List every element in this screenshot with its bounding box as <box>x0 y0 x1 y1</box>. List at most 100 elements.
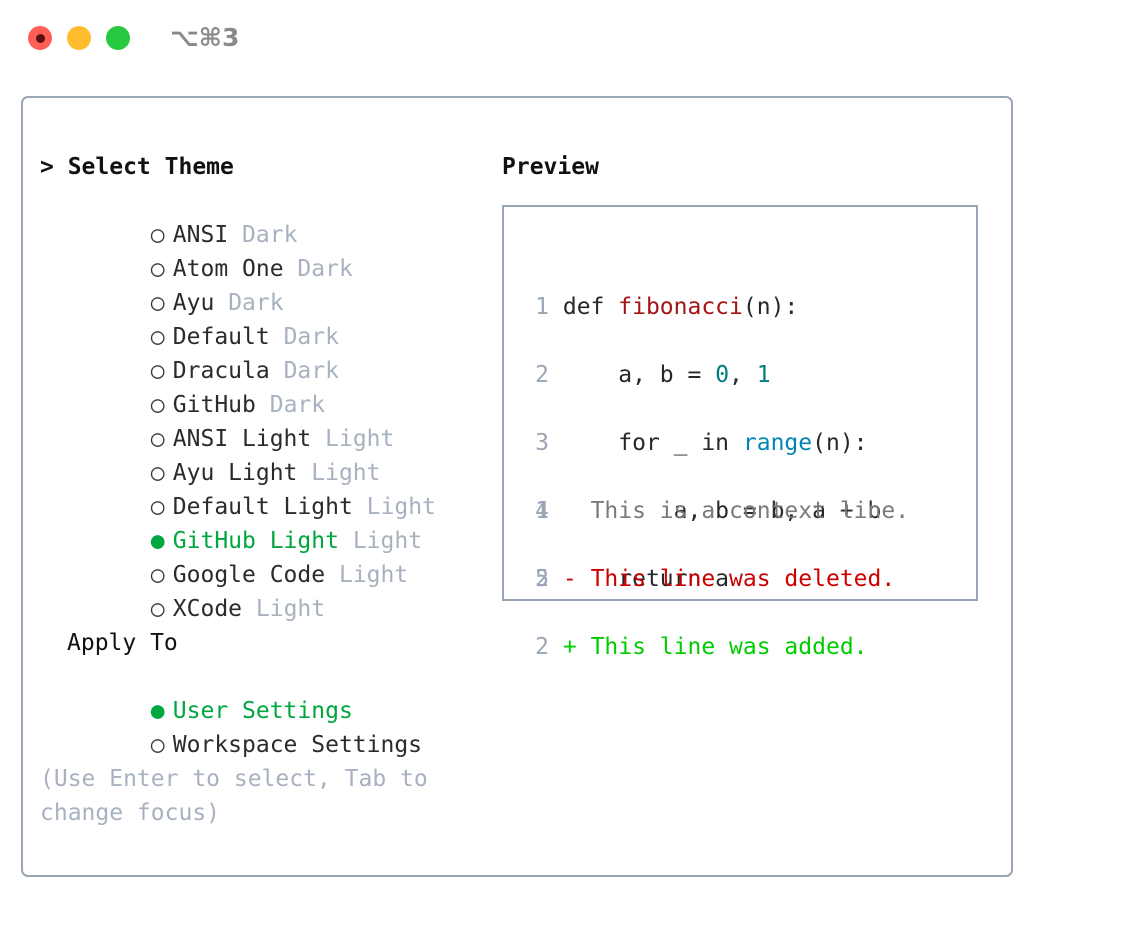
theme-item-xcode[interactable]: ○ XCode Light <box>40 558 480 622</box>
code-line: 4 a, b = b, a + b <box>524 494 881 528</box>
theme-variant: Dark <box>283 324 339 350</box>
radio-icon: ○ <box>150 494 165 520</box>
theme-name: ANSI Light <box>172 426 312 452</box>
theme-variant: Dark <box>269 392 326 418</box>
code-token: a, b = <box>562 362 716 388</box>
radio-icon: ○ <box>150 426 165 452</box>
line-number: 4 <box>535 498 549 524</box>
theme-name: Ayu <box>172 290 215 316</box>
code-token-builtin: range <box>742 430 813 456</box>
diff-line-deleted: 2 - This line was deleted. <box>524 562 909 596</box>
theme-item-google-code[interactable]: ○ Google Code Light <box>40 524 480 588</box>
diff-line-added: 2 + This line was added. <box>524 630 909 664</box>
radio-icon: ○ <box>150 732 165 758</box>
code-token: for _ in <box>562 430 743 456</box>
code-line: 3 for _ in range(n): <box>524 426 881 460</box>
theme-name: Default Light <box>172 494 353 520</box>
theme-name: Dracula <box>172 358 270 384</box>
minimize-button[interactable] <box>67 26 91 50</box>
preview-box: 1 def fibonacci(n): 2 a, b = 0, 1 3 for … <box>502 205 978 660</box>
theme-variant: Dark <box>228 290 284 316</box>
title-bar: ⌥⌘3 <box>0 0 1140 78</box>
apply-to-header: Apply To <box>67 630 178 656</box>
line-number: 1 <box>535 498 549 524</box>
line-number: 2 <box>535 566 549 592</box>
line-number: 1 <box>535 294 549 320</box>
theme-item-default-light[interactable]: ○ Default Light Light <box>40 456 480 520</box>
radio-selected-icon: ● <box>150 528 165 554</box>
preview-column: Preview 1 def fibonacci(n): 2 a, b = 0, … <box>502 150 992 660</box>
code-token: , <box>729 362 757 388</box>
code-token: (n): <box>812 430 868 456</box>
theme-item-ayu[interactable]: ○ Ayu Dark <box>40 252 480 316</box>
radio-icon: ○ <box>150 290 165 316</box>
theme-variant: Light <box>366 494 436 520</box>
radio-icon: ○ <box>150 358 165 384</box>
preview-header: Preview <box>502 154 599 180</box>
theme-item-github-light[interactable]: ● GitHub Light Light <box>40 490 480 554</box>
theme-name: Google Code <box>172 562 326 588</box>
theme-name: GitHub Light <box>172 528 339 554</box>
theme-name: XCode <box>172 596 243 622</box>
diff-text: This is a context line. <box>576 498 910 524</box>
theme-picker-column: > Select Theme ○ANSI Dark ○ Atom One Dark… <box>40 150 480 830</box>
theme-variant: Light <box>255 596 326 622</box>
diff-sample: 1 This is a context line. 2 - This line … <box>524 460 909 732</box>
radio-icon: ○ <box>150 222 165 248</box>
code-sample: 1 def fibonacci(n): 2 a, b = 0, 1 3 for … <box>524 256 881 664</box>
diff-line-context: 1 This is a context line. <box>524 494 909 528</box>
code-token: (n): <box>742 294 799 320</box>
radio-icon: ○ <box>150 562 165 588</box>
diff-text: This line was deleted. <box>576 566 896 592</box>
theme-item-ansi[interactable]: ○ANSI Dark <box>40 184 480 248</box>
theme-name: Default <box>172 324 270 350</box>
theme-name: Atom One <box>172 256 284 282</box>
theme-variant: Dark <box>297 256 353 282</box>
code-token-number: 1 <box>756 362 771 388</box>
line-number: 2 <box>535 634 549 660</box>
diff-marker <box>563 498 577 524</box>
apply-to-workspace-settings[interactable]: ○ Workspace Settings <box>40 694 480 758</box>
theme-variant: Light <box>338 562 409 588</box>
theme-item-ansi-light[interactable]: ○ ANSI Light Light <box>40 388 480 452</box>
theme-item-github[interactable]: ○GitHub Dark <box>40 354 480 418</box>
theme-variant: Dark <box>283 358 339 384</box>
diff-text: This line was added. <box>576 634 868 660</box>
line-number: 5 <box>535 566 549 592</box>
theme-item-dracula[interactable]: ○ Dracula Dark <box>40 320 480 384</box>
code-token-number: 0 <box>715 362 730 388</box>
theme-item-ayu-light[interactable]: ○ Ayu Light Light <box>40 422 480 486</box>
radio-selected-icon: ● <box>150 698 165 724</box>
theme-variant: Dark <box>242 222 298 248</box>
theme-variant: Light <box>311 460 381 486</box>
select-theme-header: > Select Theme <box>40 154 234 180</box>
maximize-button[interactable] <box>106 26 130 50</box>
theme-variant: Light <box>352 528 423 554</box>
apply-to-user-settings[interactable]: ● User Settings <box>40 660 480 724</box>
code-line: 2 a, b = 0, 1 <box>524 358 881 392</box>
radio-icon: ○ <box>150 596 165 622</box>
theme-variant: Light <box>325 426 395 452</box>
radio-icon: ○ <box>150 256 165 282</box>
line-number: 2 <box>535 362 549 388</box>
window-title: ⌥⌘3 <box>170 23 240 52</box>
line-number: 3 <box>535 430 549 456</box>
apply-to-label: User Settings <box>172 698 353 724</box>
apply-to-label: Workspace Settings <box>172 732 423 758</box>
code-line: 1 def fibonacci(n): <box>524 290 881 324</box>
radio-icon: ○ <box>150 460 165 486</box>
theme-item-default[interactable]: ○ Default Dark <box>40 286 480 350</box>
code-token: def <box>562 294 619 320</box>
radio-icon: ○ <box>150 392 165 418</box>
diff-marker: - <box>562 566 577 592</box>
code-token-function: fibonacci <box>618 294 743 320</box>
code-token: return a <box>562 566 730 592</box>
keyboard-hint-text: (Use Enter to select, Tab to change focu… <box>40 766 442 826</box>
code-token: a, b = b, a + b <box>562 498 882 524</box>
code-line: 5 return a <box>524 562 881 596</box>
theme-item-atom-one[interactable]: ○ Atom One Dark <box>40 218 480 282</box>
radio-icon: ○ <box>150 324 165 350</box>
close-button[interactable] <box>28 26 52 50</box>
theme-name: Ayu Light <box>172 460 298 486</box>
